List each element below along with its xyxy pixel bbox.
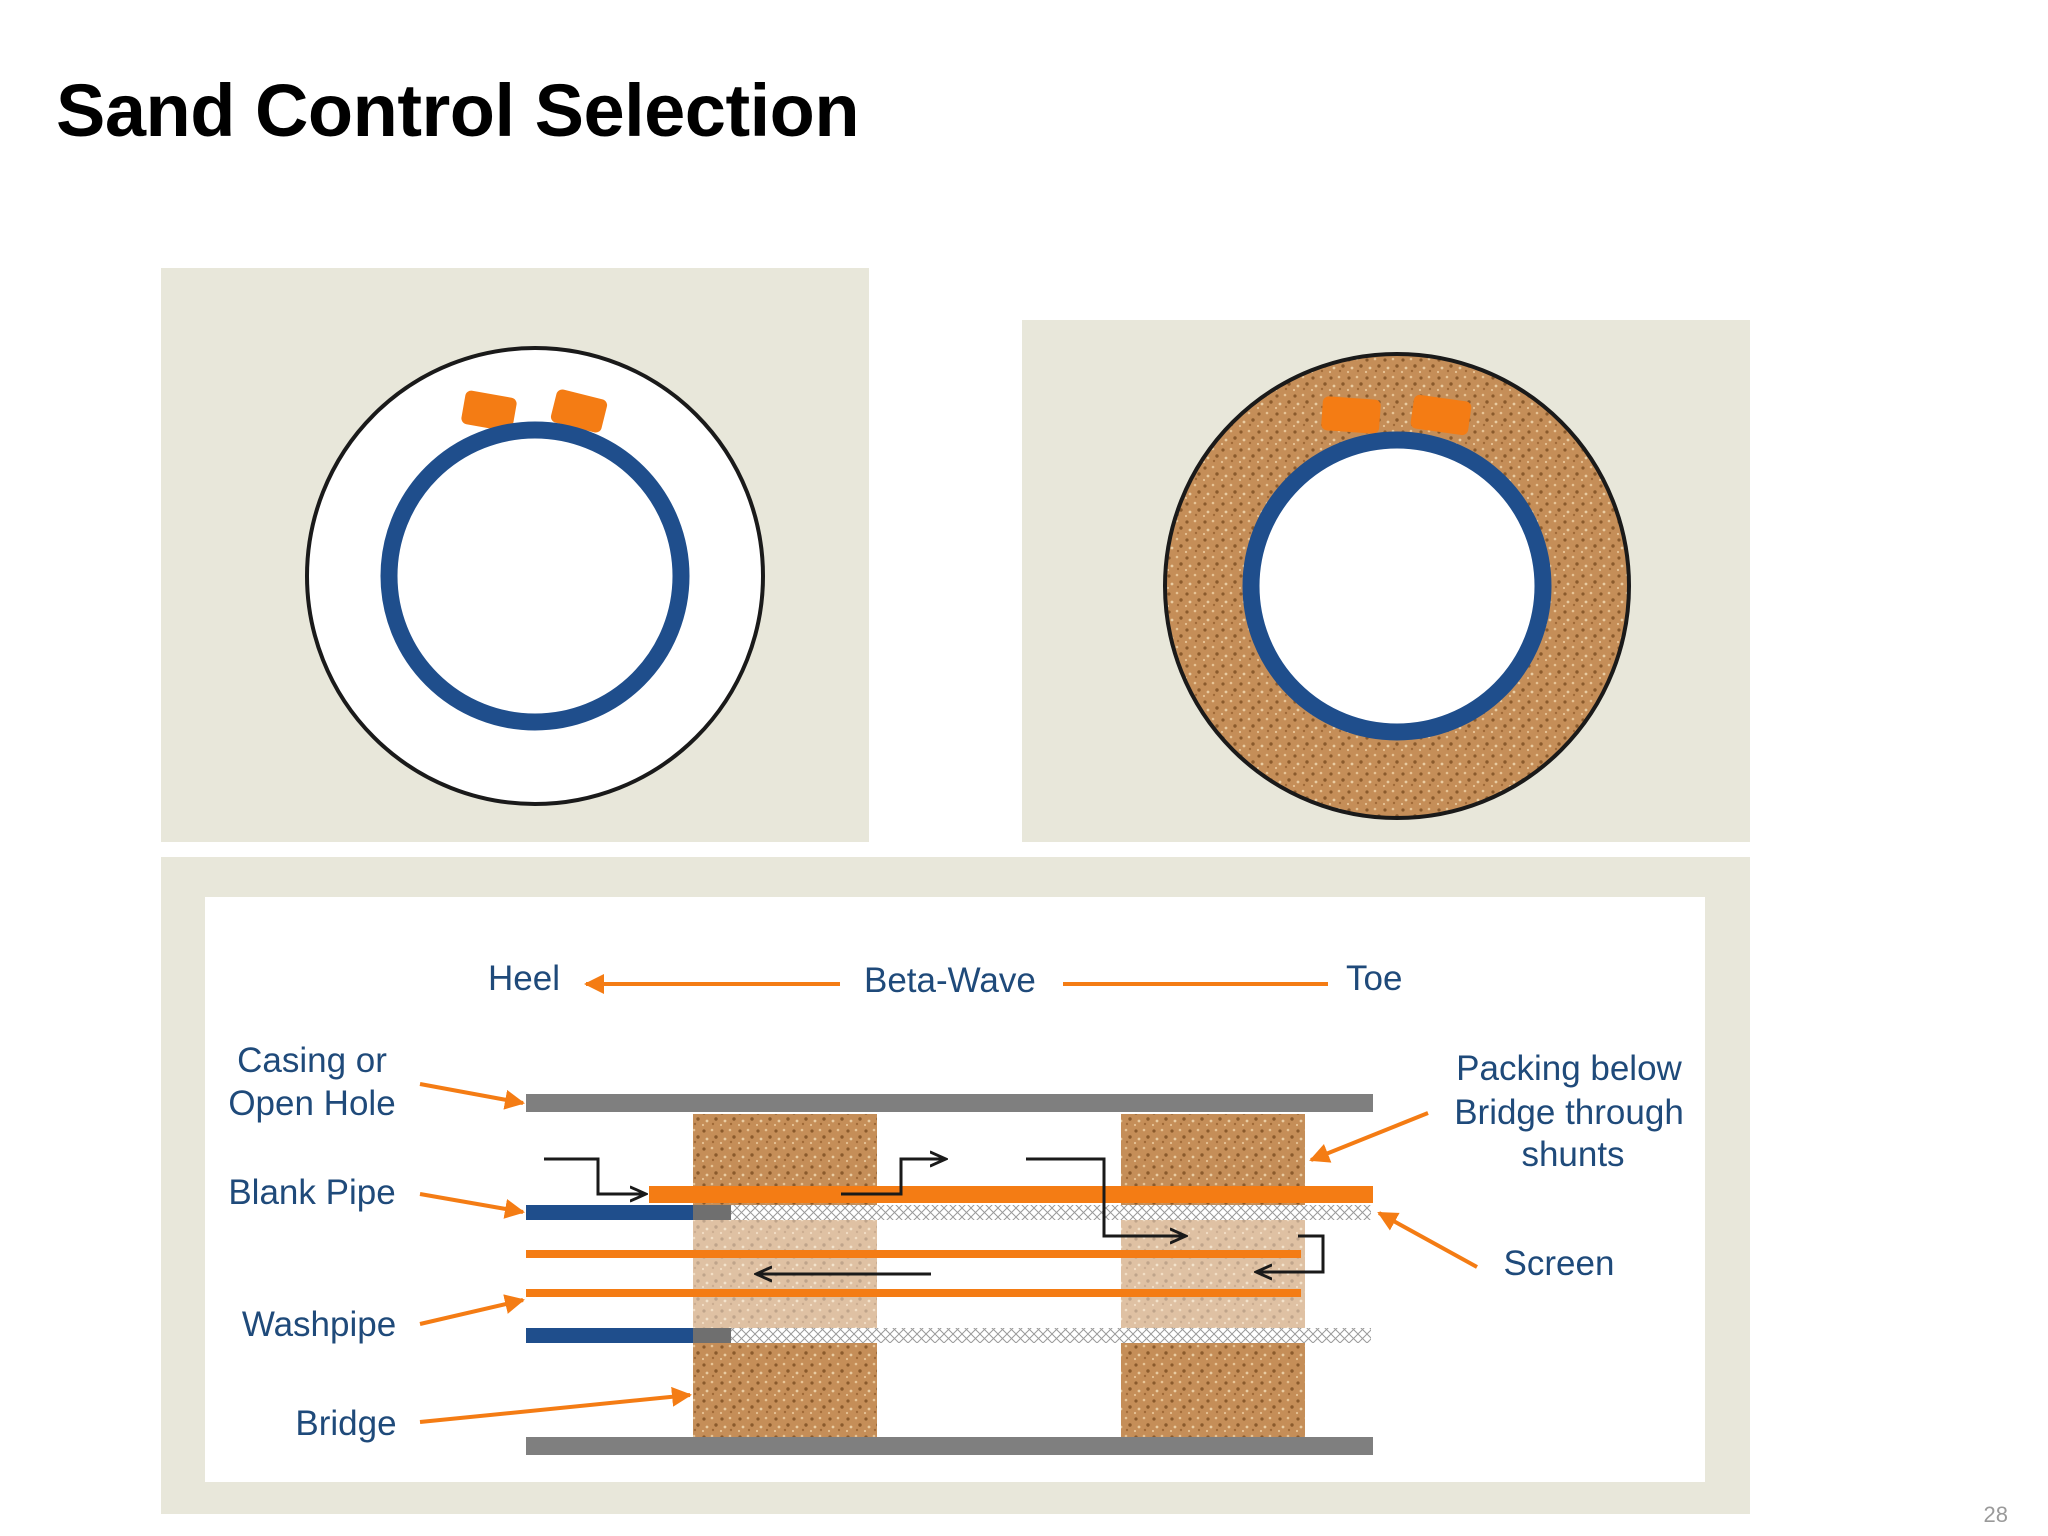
screen-mesh-upper: [731, 1205, 1371, 1220]
screen-mesh-lower: [731, 1328, 1371, 1343]
washpipe-upper: [526, 1250, 1301, 1258]
cross-section-packed-annulus: [1022, 320, 1750, 842]
shunt-tube-right: [1410, 394, 1472, 436]
toe-label: Toe: [1346, 959, 1402, 998]
blank-pipe-lower-end: [693, 1328, 731, 1343]
shunt-tube-left: [461, 390, 517, 432]
screen-label: Screen: [1504, 1244, 1615, 1283]
flow-arrow-2: [841, 1159, 946, 1196]
bridge-pack-1: [693, 1114, 877, 1444]
blank-pipe-pointer: [419, 1192, 525, 1219]
washpipe-label: Washpipe: [242, 1305, 396, 1344]
casing-top: [526, 1094, 1373, 1112]
longitudinal-section: Heel Beta-Wave Toe Casing or Open Hole B…: [161, 857, 1750, 1514]
longitudinal-section-drawing: Heel Beta-Wave Toe Casing or Open Hole B…: [205, 897, 1705, 1482]
flow-arrow-1: [544, 1157, 646, 1194]
washpipe-lower: [526, 1289, 1301, 1297]
packing-label-line2: Bridge through: [1454, 1093, 1684, 1132]
bridge-label: Bridge: [295, 1404, 396, 1443]
flow-arrow-4: [1256, 1234, 1325, 1272]
flow-arrow-3: [1026, 1157, 1186, 1236]
bridge-pack-1-annular-zone: [693, 1207, 877, 1337]
cross-section-open-annulus: [161, 268, 869, 842]
screen-pointer: [1377, 1211, 1478, 1269]
cross-section-packed-annulus-drawing: [1163, 352, 1631, 820]
casing-label-line2: Open Hole: [228, 1084, 395, 1123]
blank-pipe-upper-end: [693, 1205, 731, 1220]
packing-pointer: [1309, 1111, 1429, 1163]
washpipe-pointer: [419, 1294, 525, 1326]
page-number: 28: [1983, 1502, 2008, 1527]
blank-pipe-label: Blank Pipe: [228, 1173, 395, 1212]
packing-label-line3: shunts: [1521, 1135, 1624, 1174]
shunt-tube-right: [550, 389, 608, 433]
packing-label-line1: Packing below: [1456, 1049, 1682, 1088]
casing-bottom: [526, 1437, 1373, 1455]
bridge-pointer: [419, 1386, 692, 1424]
beta-wave-label: Beta-Wave: [864, 961, 1036, 1000]
heel-label: Heel: [488, 959, 560, 998]
base-pipe: [380, 421, 690, 731]
shunt-tube-left: [1321, 396, 1381, 434]
cross-section-open-annulus-drawing: [305, 346, 765, 806]
base-pipe: [1242, 431, 1552, 741]
casing-label-line1: Casing or: [237, 1041, 387, 1080]
blank-pipe-upper: [526, 1205, 694, 1220]
casing-pointer: [419, 1082, 525, 1110]
blank-pipe-lower: [526, 1328, 694, 1343]
slide-title: Sand Control Selection: [56, 69, 860, 152]
bridge-pack-2: [1121, 1114, 1305, 1444]
shunt-tube: [649, 1186, 1373, 1203]
